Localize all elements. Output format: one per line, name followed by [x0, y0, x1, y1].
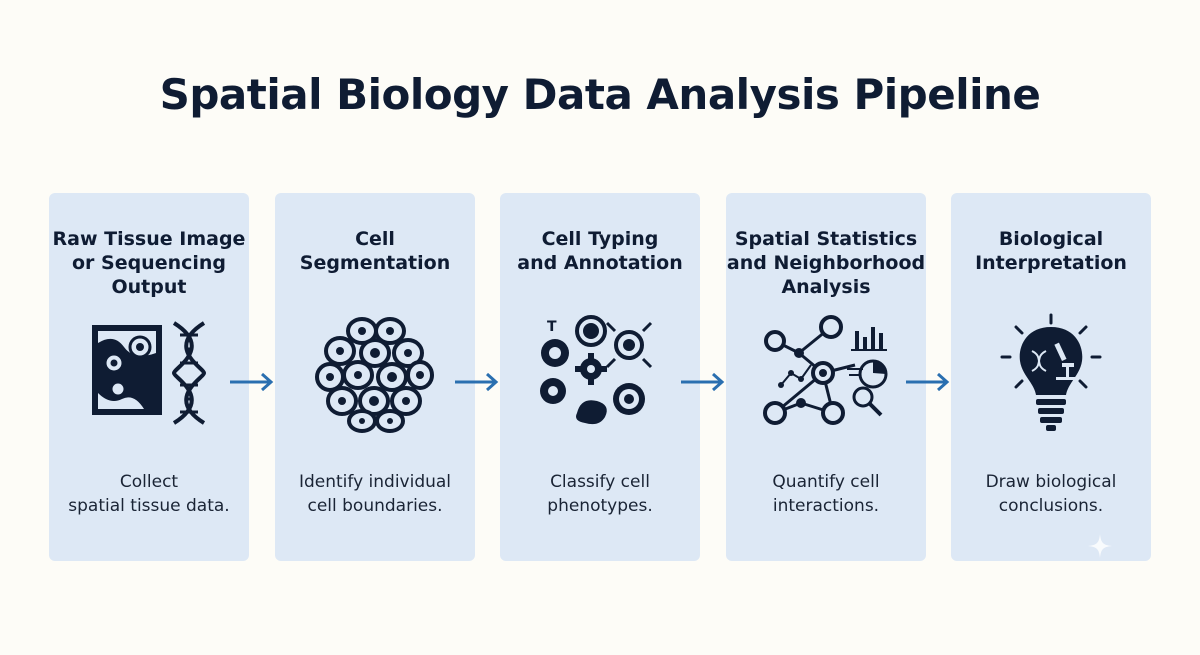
cell-types-icon: T	[525, 313, 675, 433]
step-title: Spatial Statistics and Neighborhood Anal…	[726, 228, 926, 298]
step-title: Raw Tissue Image or Sequencing Output	[52, 228, 246, 298]
step-description: Identify individual cell boundaries.	[298, 472, 452, 516]
arrow-right-icon	[904, 370, 952, 394]
svg-text:T: T	[547, 319, 557, 335]
step-description: Classify cell phenotypes.	[547, 472, 653, 516]
step-card-segmentation: Cell Segmentation	[275, 193, 475, 561]
tissue-image-dna-icon	[74, 313, 224, 433]
step-title: Cell Typing and Annotation	[517, 228, 683, 274]
step-description: Collect spatial tissue data.	[68, 472, 230, 516]
step-description: Draw biological conclusions.	[985, 472, 1117, 516]
arrow-right-icon	[679, 370, 727, 394]
arrow-right-icon	[228, 370, 276, 394]
page-title: Spatial Biology Data Analysis Pipeline	[159, 70, 1041, 119]
step-card-raw-data: Raw Tissue Image or Sequencing Output Co…	[49, 193, 249, 561]
arrow-right-icon	[453, 370, 501, 394]
lightbulb-dna-microscope-icon	[976, 313, 1126, 433]
cell-cluster-icon	[300, 313, 450, 433]
network-stats-icon	[751, 313, 901, 433]
step-title: Biological Interpretation	[975, 228, 1127, 274]
step-card-spatial-stats: Spatial Statistics and Neighborhood Anal…	[726, 193, 926, 561]
step-description: Quantify cell interactions.	[772, 472, 880, 516]
step-card-cell-typing: Cell Typing and Annotation T	[500, 193, 700, 561]
step-card-interpretation: Biological Interpretation	[951, 193, 1151, 561]
step-title: Cell Segmentation	[299, 228, 451, 274]
sparkle-icon	[1086, 532, 1114, 560]
